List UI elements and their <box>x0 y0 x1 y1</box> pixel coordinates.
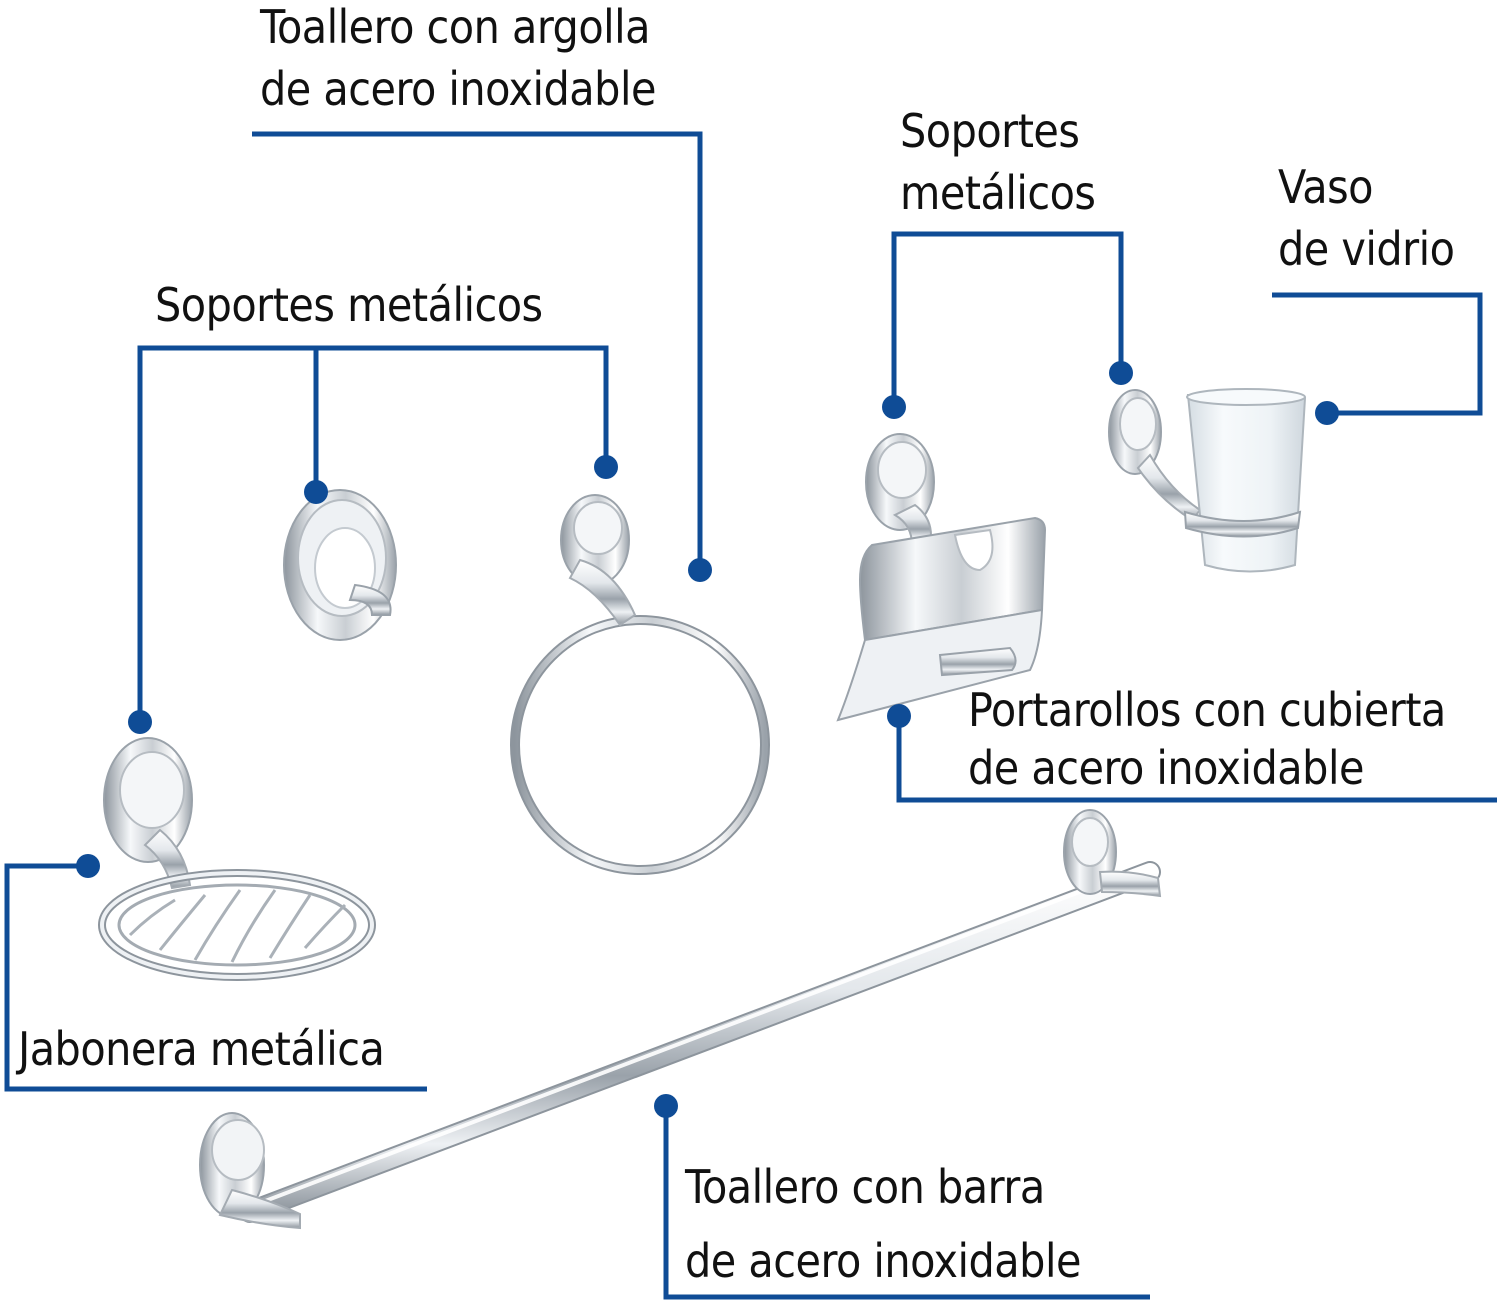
leader-lines <box>4 131 1497 1300</box>
label-line: Portarollos con cubierta <box>968 683 1446 737</box>
leader-toallero-argolla <box>252 131 703 570</box>
label-soportes-left: Soportes metálicos <box>155 274 543 336</box>
leader-jabonera <box>4 863 427 1092</box>
leader-toallero-barra <box>663 1106 1150 1300</box>
towel-bar-icon <box>199 809 1162 1230</box>
label-line: Jabonera metálica <box>18 1022 385 1076</box>
label-toallero-barra: Toallero con barra de acero inoxidable <box>685 1150 1081 1298</box>
leader-soportes-left <box>137 345 609 722</box>
dot-soap-mount <box>128 710 152 734</box>
dot-glass-mount <box>1109 361 1133 385</box>
toilet-paper-holder-icon <box>836 433 1047 722</box>
dot-hook <box>304 480 328 504</box>
leader-dots <box>76 361 1339 1118</box>
dot-ring-mount <box>594 455 618 479</box>
wall-hook-icon <box>283 489 397 641</box>
label-line: Vaso <box>1278 160 1373 214</box>
towel-ring-icon <box>510 494 770 875</box>
glass-holder-icon <box>1108 388 1307 573</box>
dot-portarollos <box>887 704 911 728</box>
soap-dish-icon <box>98 737 376 981</box>
leader-vaso <box>1272 292 1483 416</box>
dot-towel-ring <box>688 558 712 582</box>
label-line: Soportes <box>900 104 1080 158</box>
label-line: metálicos <box>900 166 1096 220</box>
label-line: de acero inoxidable <box>260 62 656 116</box>
dot-paper-mount <box>882 395 906 419</box>
label-line: Toallero con argolla <box>260 0 650 54</box>
label-line: Toallero con barra <box>685 1160 1045 1214</box>
dot-glass <box>1315 401 1339 425</box>
label-toallero-argolla: Toallero con argolla de acero inoxidable <box>260 0 656 120</box>
dot-soap-dish <box>76 854 100 878</box>
label-vaso: Vaso de vidrio <box>1278 156 1455 280</box>
leader-portarollos <box>896 716 1497 803</box>
label-line: Soportes metálicos <box>155 278 543 332</box>
leader-soportes-right <box>891 231 1124 407</box>
label-line: de acero inoxidable <box>968 741 1364 795</box>
label-line: de acero inoxidable <box>685 1234 1081 1288</box>
dot-towel-bar <box>654 1094 678 1118</box>
label-soportes-right: Soportes metálicos <box>900 100 1096 224</box>
label-line: de vidrio <box>1278 222 1455 276</box>
label-jabonera: Jabonera metálica <box>18 1018 385 1080</box>
label-portarollos: Portarollos con cubierta de acero inoxid… <box>968 681 1446 797</box>
